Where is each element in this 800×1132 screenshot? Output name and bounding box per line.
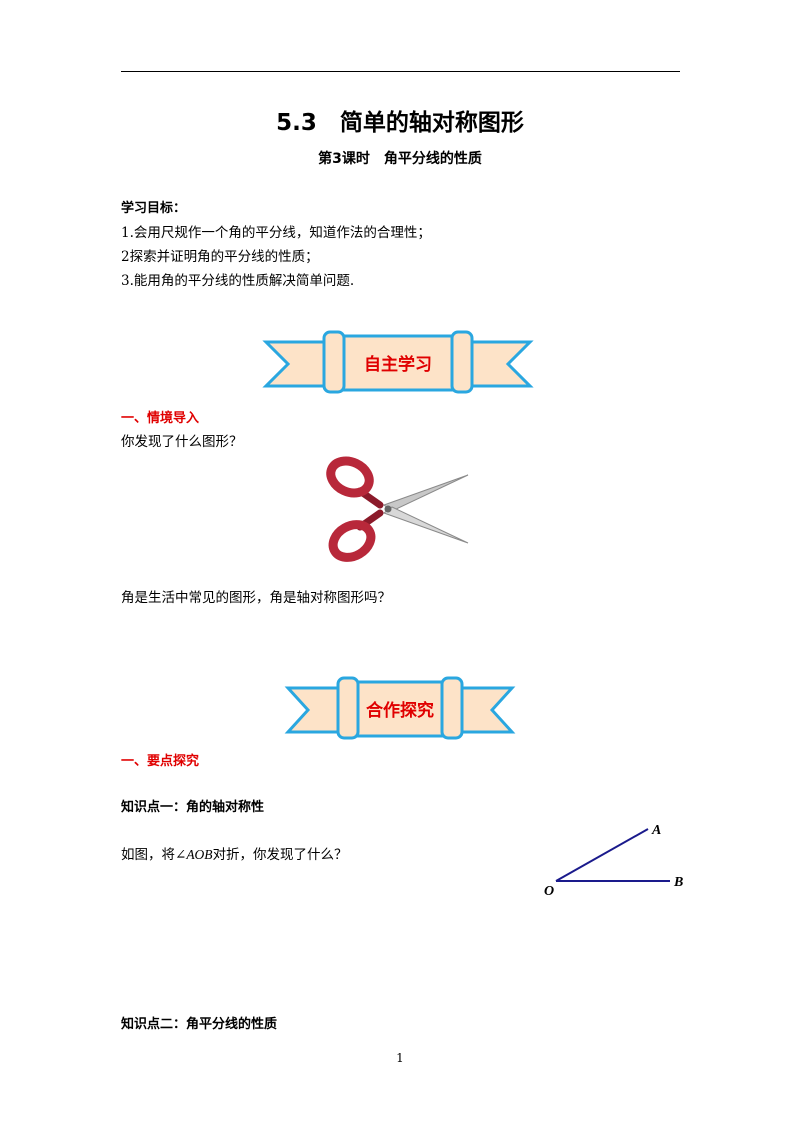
self-study-banner-label: 自主学习 <box>364 354 432 375</box>
section2-heading: 一、要点探究 <box>121 754 200 769</box>
page-number: 1 <box>396 1051 404 1065</box>
point-a-label: A <box>651 823 661 838</box>
cooperative-banner-label: 合作探究 <box>366 700 434 721</box>
knowledge-point-1-text: 如图，将∠AOB对折，你发现了什么？ <box>121 847 348 863</box>
page-subtitle: 第3课时 角平分线的性质 <box>318 151 482 167</box>
header-rule <box>121 71 680 72</box>
scissors-icon <box>326 456 469 562</box>
knowledge-point-1-title: 知识点一：角的轴对称性 <box>121 800 265 815</box>
objective-item: 2探索并证明角的平分线的性质； <box>121 249 319 265</box>
page-title: 5.3 简单的轴对称图形 <box>276 110 524 136</box>
objectives-heading: 学习目标： <box>121 201 187 216</box>
ray-oa <box>555 828 649 882</box>
point-o-label: O <box>544 884 554 899</box>
angle-aob-figure: A O B <box>544 823 683 899</box>
cooperative-banner: 合作探究 <box>284 676 516 740</box>
section1-question: 你发现了什么图形？ <box>121 434 243 450</box>
section1-followup: 角是生活中常见的图形，角是轴对称图形吗？ <box>121 590 391 606</box>
objective-item: 3.能用角的平分线的性质解决简单问题. <box>121 273 355 289</box>
section1-heading: 一、情境导入 <box>121 411 200 426</box>
self-study-banner: 自主学习 <box>262 330 534 394</box>
angle-name: AOB <box>186 847 213 862</box>
objective-item: 1.会用尺规作一个角的平分线，知道作法的合理性； <box>121 225 431 241</box>
point-b-label: B <box>673 875 683 890</box>
knowledge-point-2-title: 知识点二：角平分线的性质 <box>121 1017 278 1032</box>
